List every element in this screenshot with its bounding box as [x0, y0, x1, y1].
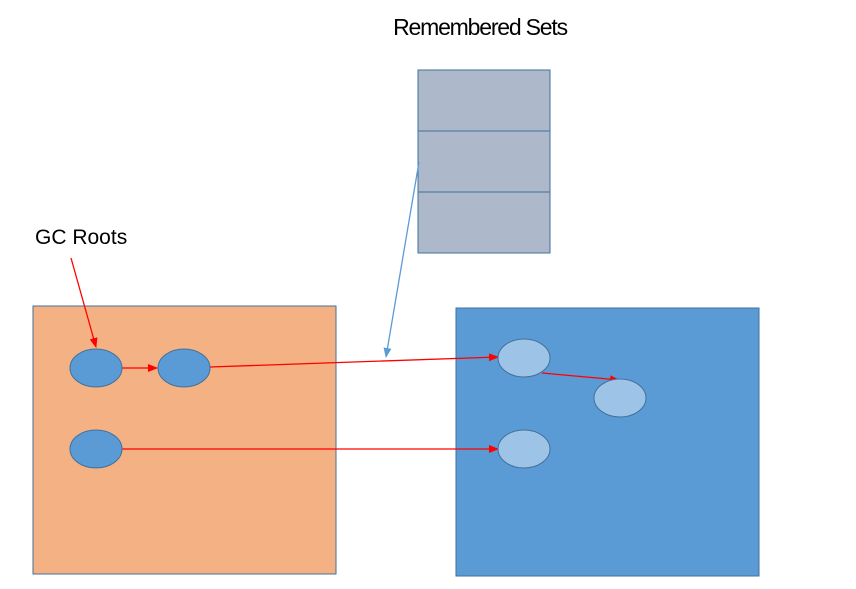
- young-object-3: [497, 429, 551, 469]
- remembered-set-slot-3: [417, 191, 551, 254]
- remembered-set-table: [417, 69, 551, 254]
- young-object-1: [497, 338, 551, 378]
- remembered-set-slot-2: [417, 130, 551, 193]
- diagram-title: Remembered Sets: [393, 14, 567, 40]
- remembered-set-slot-1: [417, 69, 551, 132]
- young-internal-reference-arrow: [541, 372, 620, 384]
- gc-roots-arrow: [70, 257, 98, 348]
- old-object-referenced: [157, 348, 211, 388]
- young-object-2: [593, 378, 647, 418]
- old-object-root: [69, 348, 123, 388]
- old-object-root-2: [69, 429, 123, 469]
- cross-region-reference-arrow-1: [209, 353, 499, 368]
- gc-roots-label: GC Roots: [35, 226, 127, 249]
- remembered-set-pointer-arrow: [383, 161, 420, 358]
